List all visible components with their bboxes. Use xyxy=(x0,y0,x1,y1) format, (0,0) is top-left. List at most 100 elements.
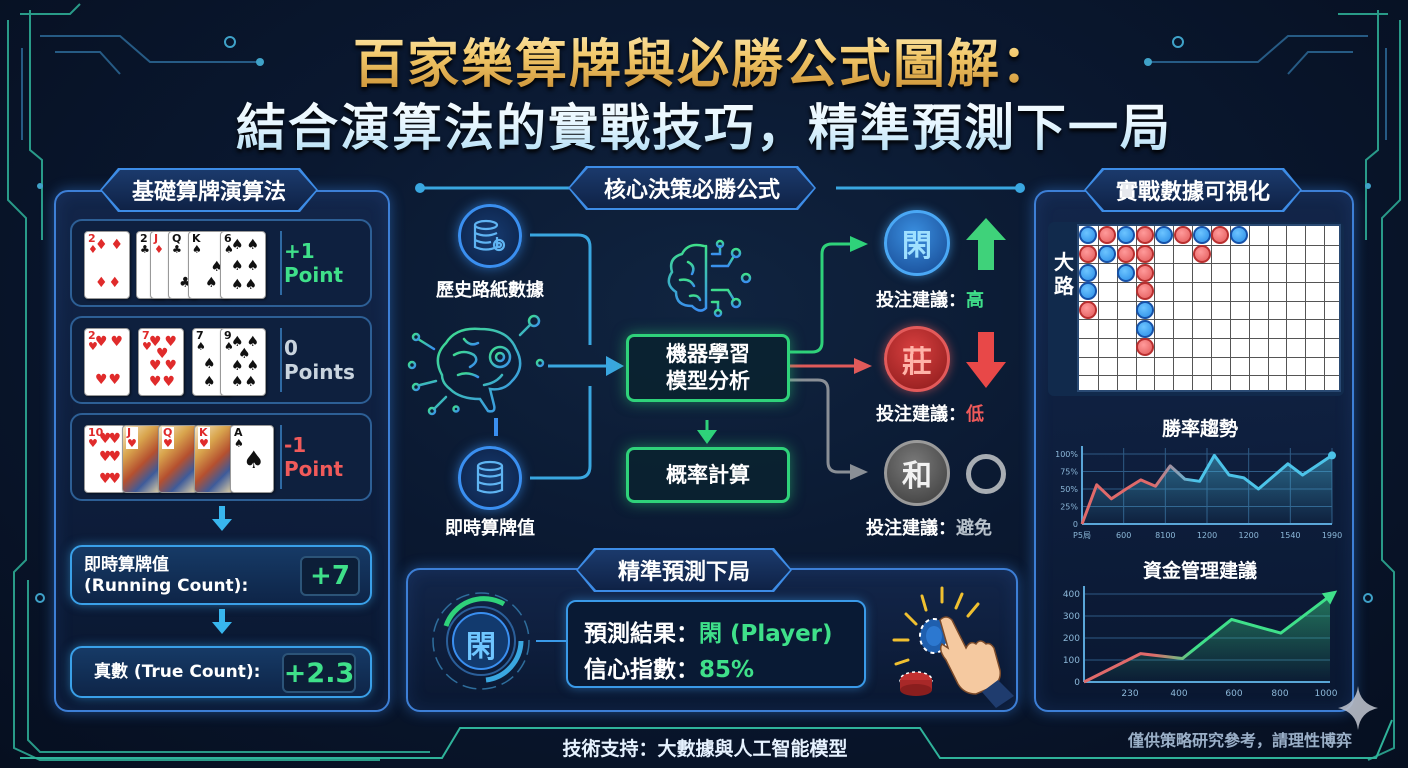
grid-line xyxy=(1154,226,1156,390)
grid-line xyxy=(1211,226,1212,390)
running-count-label-zh: 即時算牌值 xyxy=(84,555,169,575)
player-suggestion-value: 高 xyxy=(966,290,984,311)
grid-line xyxy=(1116,226,1118,390)
confidence-label: 信心指數： xyxy=(584,657,699,683)
card-counting-title: 基礎算牌演算法 xyxy=(102,170,316,210)
playing-card-queen-hearts: Q♥ xyxy=(158,425,198,493)
grid-line xyxy=(1097,226,1099,390)
prediction-result-row: 預測結果：閑 (Player) xyxy=(584,614,833,648)
connector-line xyxy=(494,418,498,436)
svg-text:25%: 25% xyxy=(1060,503,1078,512)
data-visualization-title-frame: 實戰數據可視化 xyxy=(1084,168,1302,212)
brain-circuit-icon xyxy=(667,239,752,318)
prediction-title-frame: 精準預測下局 xyxy=(576,548,792,592)
data-visualization-title: 實戰數據可視化 xyxy=(1086,170,1300,210)
flow-arrow-stem xyxy=(219,506,225,520)
count-row-minus-one: 10♥♥♥♥♥♥♥ J♥ Q♥ K♥ A♠♠ -1 Point xyxy=(70,413,372,501)
true-count-label: 真數 (True Count): xyxy=(94,662,261,682)
grid-line xyxy=(1079,300,1339,302)
playing-card-2-hearts: 2♥♥♥♥♥ xyxy=(84,328,130,396)
card-counting-title-frame: 基礎算牌演算法 xyxy=(100,168,318,212)
player-badge: 閑 xyxy=(884,210,950,276)
sparkle-icon xyxy=(1338,686,1378,730)
database-gear-icon xyxy=(473,219,506,252)
grid-line xyxy=(1079,244,1339,246)
banker-road-marker xyxy=(1173,226,1192,245)
running-count-label-en: (Running Count): xyxy=(84,576,249,596)
banker-road-marker xyxy=(1098,226,1117,245)
player-symbol: 閑 xyxy=(902,229,932,264)
svg-text:1200: 1200 xyxy=(1238,531,1258,540)
row-divider xyxy=(280,231,282,295)
row-divider xyxy=(280,328,282,392)
tie-suggestion: 投注建議：避免 xyxy=(866,514,992,540)
grid-line xyxy=(1173,226,1175,390)
player-road-marker xyxy=(1079,263,1098,282)
player-suggestion: 投注建議：高 xyxy=(876,286,984,312)
banker-road-marker xyxy=(1136,338,1154,357)
page-title-line1: 百家樂算牌與必勝公式圖解： xyxy=(0,22,1408,97)
grid-line xyxy=(1192,226,1194,390)
tie-suggestion-value: 避免 xyxy=(956,518,992,539)
svg-text:800: 800 xyxy=(1271,689,1288,699)
money-management-chart-title: 資金管理建議 xyxy=(1142,560,1257,582)
connector-line xyxy=(536,640,566,642)
playing-card-2-diamonds: 2♦♦♦♦♦ xyxy=(84,231,130,299)
banker-road-marker xyxy=(1192,245,1211,263)
arrow-down-icon xyxy=(966,332,1006,388)
svg-text:1540: 1540 xyxy=(1280,531,1300,540)
player-suggestion-label: 投注建議： xyxy=(876,290,966,311)
playing-card-jack-hearts: J♥ xyxy=(122,425,162,493)
playing-card-ace-spades: A♠♠ xyxy=(230,425,274,493)
banker-badge: 莊 xyxy=(884,326,950,392)
player-road-marker xyxy=(1154,226,1173,245)
svg-text:600: 600 xyxy=(1225,689,1242,699)
realtime-count-label: 即時算牌值 xyxy=(445,518,535,539)
count-value-minus-one: -1 Point xyxy=(284,433,344,481)
tie-symbol: 和 xyxy=(902,459,932,494)
count-value-plus-one: +1 Point xyxy=(284,239,344,287)
flow-arrow-stem xyxy=(219,609,225,623)
grid-line xyxy=(1079,375,1339,377)
playing-card-7-hearts: 7♥♥♥♥♥♥♥♥ xyxy=(138,328,184,396)
player-road-marker xyxy=(1079,226,1098,245)
row-divider xyxy=(280,425,282,489)
count-row-zero: 2♥♥♥♥♥ 7♥♥♥♥♥♥♥♥ 7♠♠♠ 9♠♠♠♠♠♠♠♠ 0 Points xyxy=(70,316,372,404)
playing-card-10-hearts: 10♥♥♥♥♥♥♥ xyxy=(84,425,126,493)
svg-text:400: 400 xyxy=(1063,590,1080,600)
probability-calc-box: 概率計算 xyxy=(626,447,790,503)
database-icon xyxy=(476,460,504,494)
banker-suggestion-value: 低 xyxy=(966,404,984,425)
svg-text:P5局: P5局 xyxy=(1073,531,1091,540)
svg-text:75%: 75% xyxy=(1060,468,1078,477)
svg-text:230: 230 xyxy=(1121,689,1138,699)
svg-text:1200: 1200 xyxy=(1197,531,1217,540)
banker-road-marker xyxy=(1136,263,1154,282)
tech-support-footer: 技術支持：大數據與人工智能模型 xyxy=(470,727,940,767)
grid-line xyxy=(1079,338,1339,339)
banker-road-marker xyxy=(1211,226,1230,245)
prediction-result-box: 預測結果：閑 (Player) 信心指數：85% xyxy=(566,600,866,688)
svg-text:200: 200 xyxy=(1063,634,1080,644)
player-road-marker xyxy=(1192,226,1211,245)
banker-road-marker xyxy=(1079,245,1098,263)
prediction-result-value: 閑 (Player) xyxy=(699,621,833,647)
true-count-value: +2.3 xyxy=(282,653,356,693)
player-road-marker xyxy=(1136,301,1154,319)
svg-text:300: 300 xyxy=(1063,612,1080,622)
running-count-box: 即時算牌值 (Running Count): +7 xyxy=(70,545,372,605)
core-formula-title: 核心決策必勝公式 xyxy=(570,168,814,208)
probability-calc-label: 概率計算 xyxy=(666,462,750,487)
flow-arrow-down-icon xyxy=(212,622,232,634)
banker-suggestion: 投注建議：低 xyxy=(876,400,984,426)
arrow-up-icon xyxy=(966,218,1006,270)
win-rate-chart-title: 勝率趨勢 xyxy=(1161,418,1238,440)
playing-card-king-hearts: K♥ xyxy=(194,425,234,493)
tie-suggestion-label: 投注建議： xyxy=(866,518,956,539)
disclaimer-text: 僅供策略研究參考，請理性博弈 xyxy=(1127,731,1352,750)
grid-line xyxy=(1248,226,1250,390)
realtime-count-node xyxy=(458,446,522,510)
player-road-marker xyxy=(1230,226,1249,245)
